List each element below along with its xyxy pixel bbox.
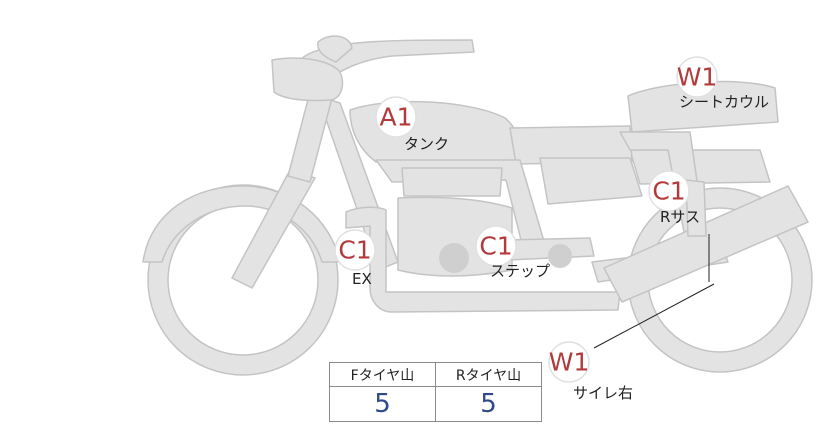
rear-tire-tread-value: 5	[435, 386, 542, 422]
rear-fender	[629, 149, 771, 185]
badge-circle-seat-cowl	[676, 56, 718, 98]
rear-wheel	[627, 187, 813, 373]
engine-cover-right	[548, 244, 572, 268]
handlebar-grip	[317, 35, 353, 63]
badge-circle-step	[475, 225, 517, 267]
tire-tread-value-row: 5 5	[329, 386, 542, 422]
rear-shock	[685, 179, 707, 237]
exhaust-pipe	[345, 206, 621, 313]
engine-cover-left	[439, 243, 469, 273]
front-tire-tread-header: Fタイヤ山	[329, 362, 436, 387]
badge-code-seat-cowl: W1	[676, 62, 718, 92]
headlight	[271, 57, 344, 102]
rear-tire-tread-header: Rタイヤ山	[435, 362, 542, 387]
badge-code-step: C1	[479, 231, 513, 261]
engine-cylinder	[401, 167, 503, 197]
badge-code-exhaust: C1	[338, 235, 372, 265]
badge-circle-exhaust	[334, 229, 376, 271]
badge-label-tank: タンク	[404, 135, 450, 153]
tire-tread-header-row: Fタイヤ山 Rタイヤ山	[329, 362, 542, 387]
badge-code-silencer: W1	[548, 347, 590, 377]
badge-code-rear-shock: C1	[652, 176, 686, 206]
side-panel	[539, 157, 643, 205]
badge-label-rear-shock: Rサス	[660, 208, 701, 226]
badge-label-seat-cowl: シートカウル	[679, 93, 770, 111]
front-tire-tread-value: 5	[329, 386, 436, 422]
badge-circle-silencer	[548, 341, 590, 383]
badge-code-tank: A1	[379, 102, 413, 132]
tire-tread-table: Fタイヤ山 Rタイヤ山 5 5	[329, 362, 542, 422]
badge-label-exhaust: EX	[352, 270, 372, 288]
badge-circle-tank	[375, 96, 417, 138]
muffler	[603, 185, 809, 303]
leader-line-silencer	[593, 283, 715, 349]
badge-label-step: ステップ	[490, 262, 551, 280]
seat-cowl	[627, 80, 779, 133]
badge-label-silencer: サイレ右	[573, 384, 634, 402]
fork-upper	[287, 91, 333, 183]
badge-circle-rear-shock	[648, 170, 690, 212]
